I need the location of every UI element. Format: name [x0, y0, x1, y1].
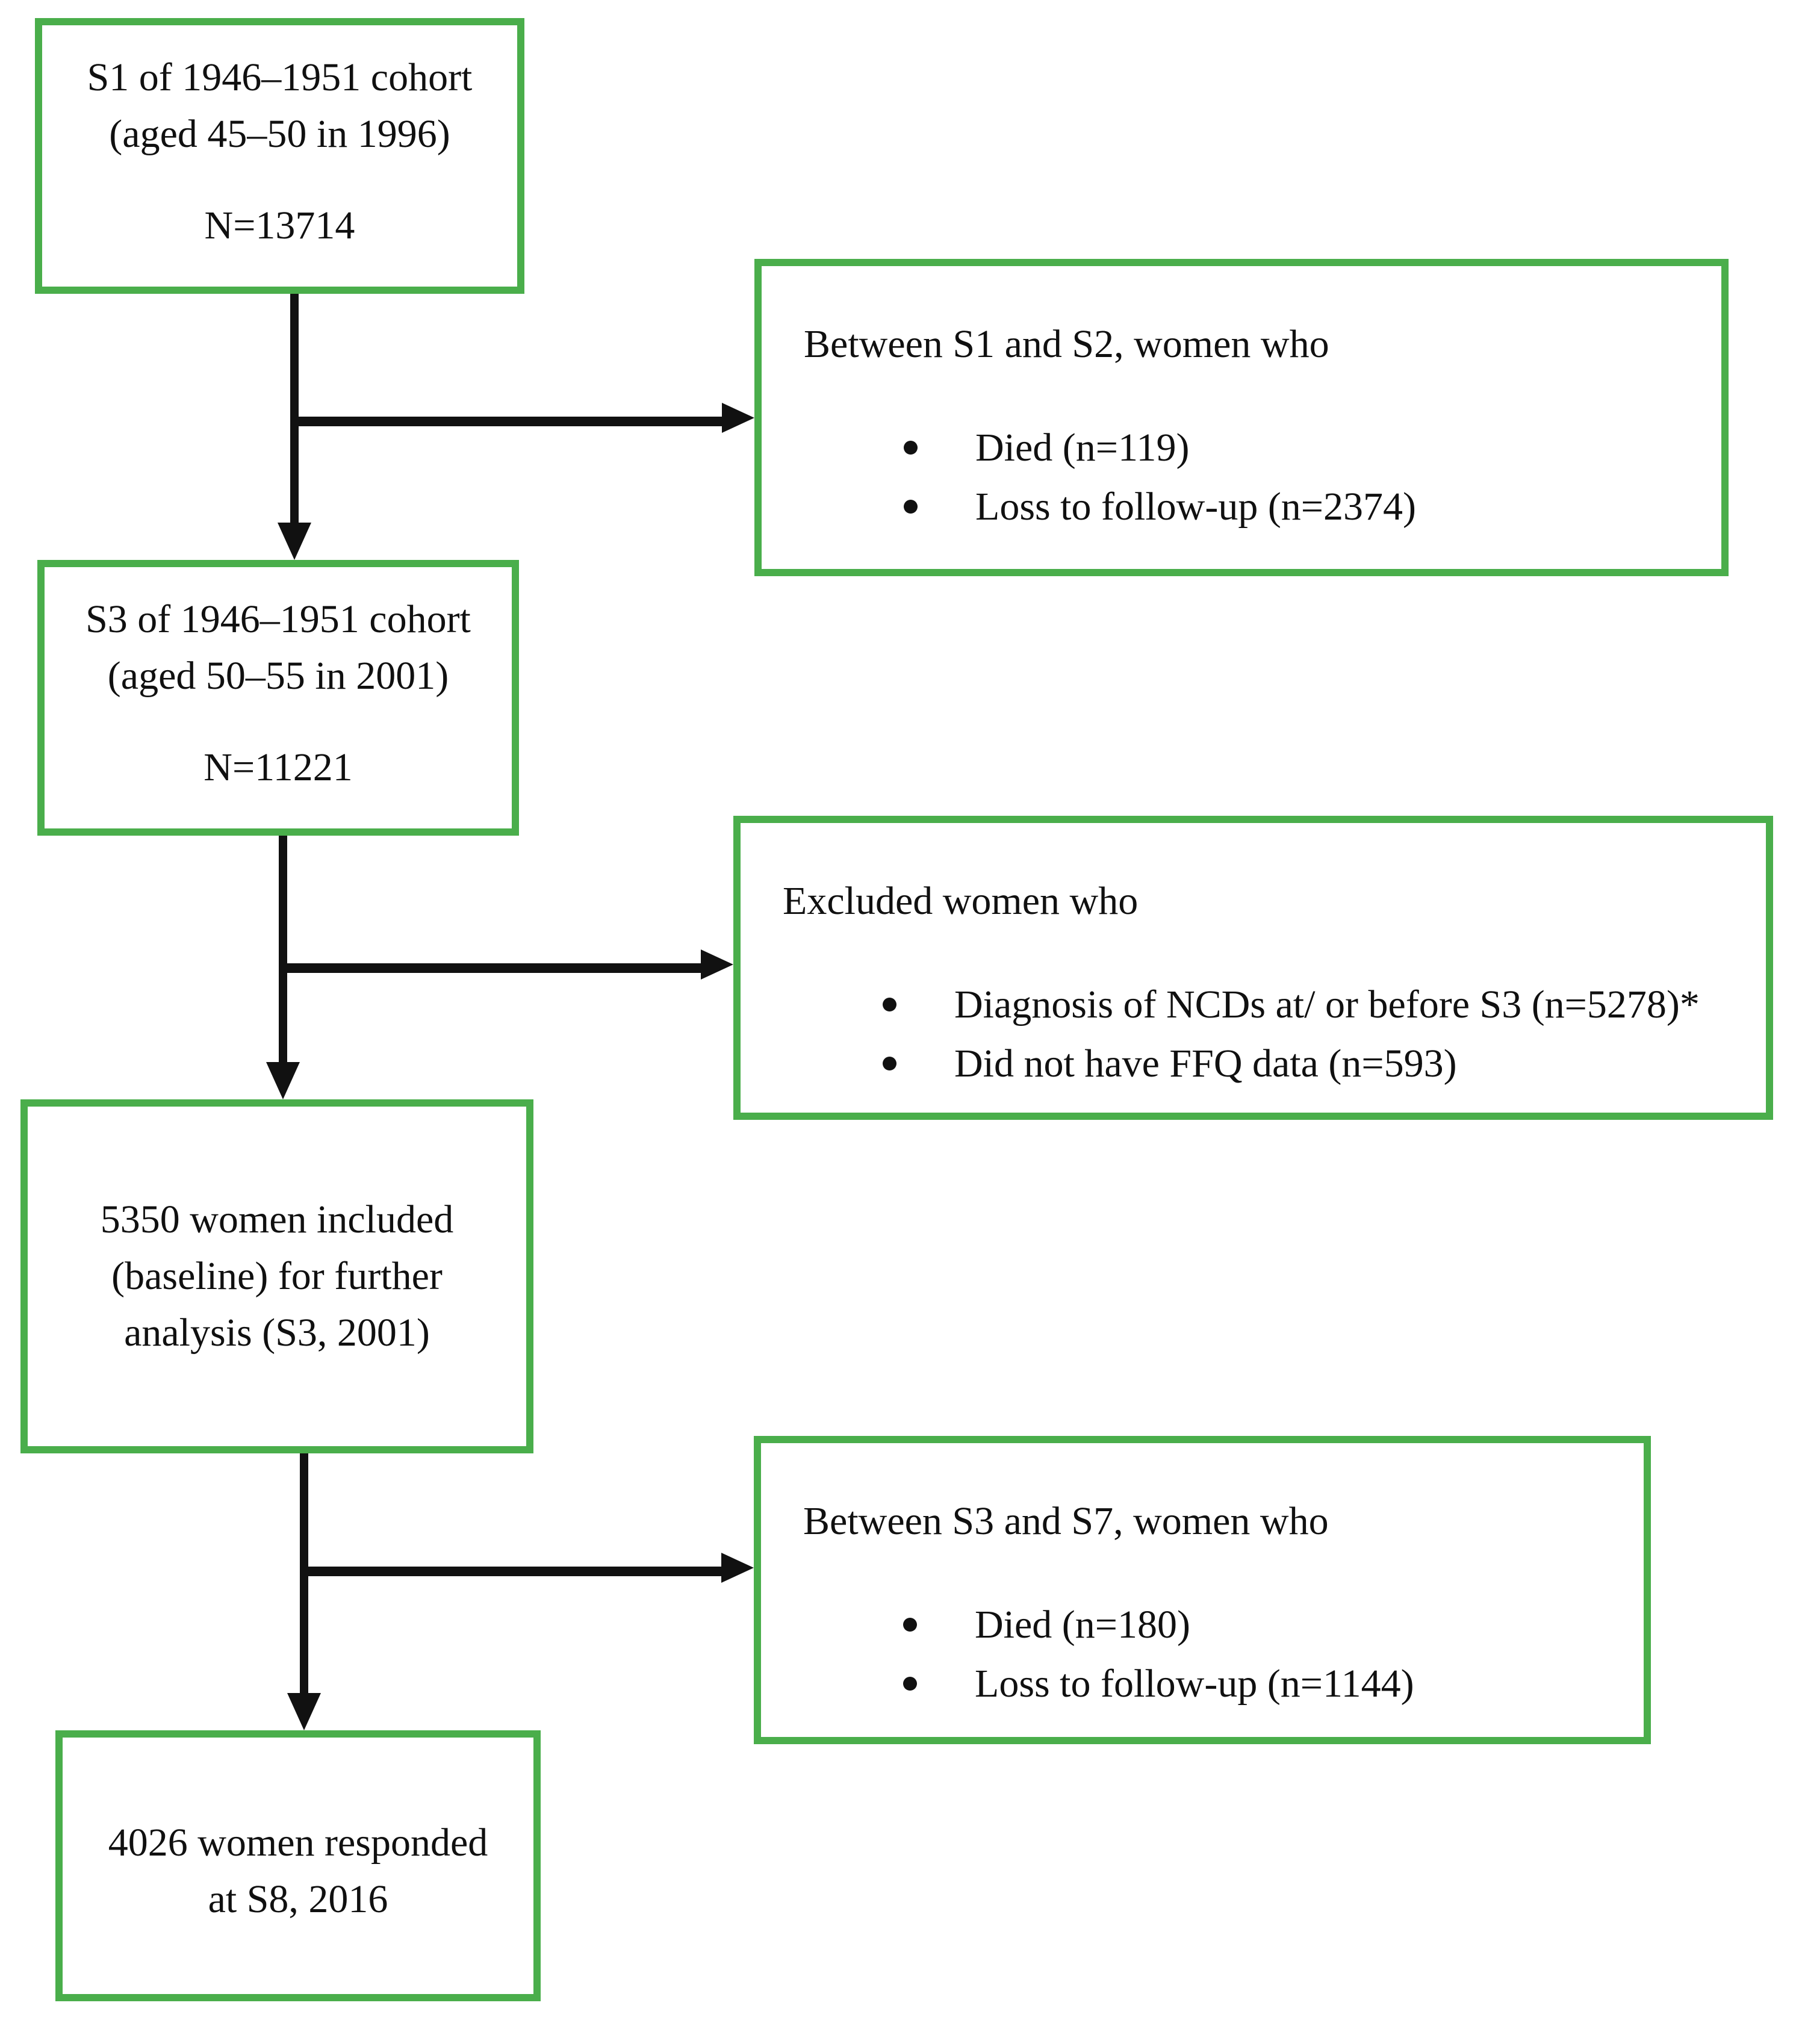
exclusion-title: Between S3 and S7, women who: [803, 1499, 1329, 1543]
exclusion-title: Between S1 and S2, women who: [804, 322, 1329, 366]
bullet-icon: [903, 1618, 917, 1632]
arrow-right-line-3: [304, 1567, 722, 1576]
box-text-line: analysis (S3, 2001): [124, 1311, 430, 1355]
bullet-item: Died (n=180): [903, 1595, 1644, 1654]
box-exclusions-s3-s7: Between S3 and S7, women who Died (n=180…: [754, 1436, 1651, 1744]
bullet-icon: [904, 441, 918, 455]
box-text-line: 4026 women responded: [108, 1821, 488, 1865]
bullet-text: Did not have FFQ data (n=593): [954, 1042, 1457, 1086]
bullet-item: Diagnosis of NCDs at/ or before S3 (n=52…: [883, 975, 1766, 1034]
arrow-down-line-1: [290, 294, 299, 524]
box-count: N=11221: [204, 745, 353, 789]
box-text-line: (baseline) for further: [111, 1254, 443, 1298]
bullet-text: Diagnosis of NCDs at/ or before S3 (n=52…: [954, 983, 1700, 1027]
box-count: N=13714: [204, 203, 355, 247]
box-s3-cohort: S3 of 1946–1951 cohort (aged 50–55 in 20…: [37, 560, 519, 836]
box-exclusions-s1-s2: Between S1 and S2, women who Died (n=119…: [754, 259, 1729, 576]
box-text-line: 5350 women included: [100, 1198, 454, 1241]
bullet-item: Loss to follow-up (n=2374): [904, 477, 1721, 536]
bullet-text: Loss to follow-up (n=1144): [975, 1662, 1414, 1706]
bullet-icon: [903, 1677, 917, 1691]
arrow-right-line-1: [294, 417, 723, 426]
arrow-down-line-2: [279, 836, 287, 1063]
box-included-baseline: 5350 women included (baseline) for furth…: [20, 1099, 533, 1453]
bullet-item: Died (n=119): [904, 418, 1721, 477]
box-exclusions-s3: Excluded women who Diagnosis of NCDs at/…: [733, 816, 1773, 1120]
bullet-icon: [904, 500, 918, 514]
bullet-text: Loss to follow-up (n=2374): [975, 485, 1416, 529]
arrow-right-head-icon: [701, 949, 733, 980]
arrow-right-head-icon: [721, 1553, 754, 1583]
exclusion-title: Excluded women who: [783, 879, 1139, 923]
arrow-right-line-2: [283, 963, 702, 973]
exclusion-bullet-list: Diagnosis of NCDs at/ or before S3 (n=52…: [741, 975, 1766, 1093]
arrow-down-head-icon: [287, 1693, 321, 1730]
bullet-text: Died (n=119): [975, 426, 1190, 470]
box-text-line: S3 of 1946–1951 cohort: [85, 597, 471, 641]
box-text-line: at S8, 2016: [208, 1877, 388, 1921]
box-text-line: (aged 45–50 in 1996): [109, 112, 450, 156]
bullet-item: Did not have FFQ data (n=593): [883, 1034, 1766, 1093]
bullet-item: Loss to follow-up (n=1144): [903, 1654, 1644, 1713]
exclusion-bullet-list: Died (n=119) Loss to follow-up (n=2374): [762, 418, 1721, 536]
arrow-down-head-icon: [278, 523, 311, 560]
box-responded-s8: 4026 women responded at S8, 2016: [55, 1730, 541, 2001]
bullet-icon: [883, 1057, 896, 1070]
box-text-line: S1 of 1946–1951 cohort: [87, 55, 473, 99]
box-text-line: (aged 50–55 in 2001): [107, 654, 449, 698]
arrow-down-head-icon: [266, 1062, 300, 1099]
bullet-text: Died (n=180): [975, 1603, 1190, 1647]
arrow-right-head-icon: [722, 403, 754, 433]
bullet-icon: [883, 998, 896, 1011]
box-s1-cohort: S1 of 1946–1951 cohort (aged 45–50 in 19…: [35, 18, 524, 294]
exclusion-bullet-list: Died (n=180) Loss to follow-up (n=1144): [761, 1595, 1644, 1713]
